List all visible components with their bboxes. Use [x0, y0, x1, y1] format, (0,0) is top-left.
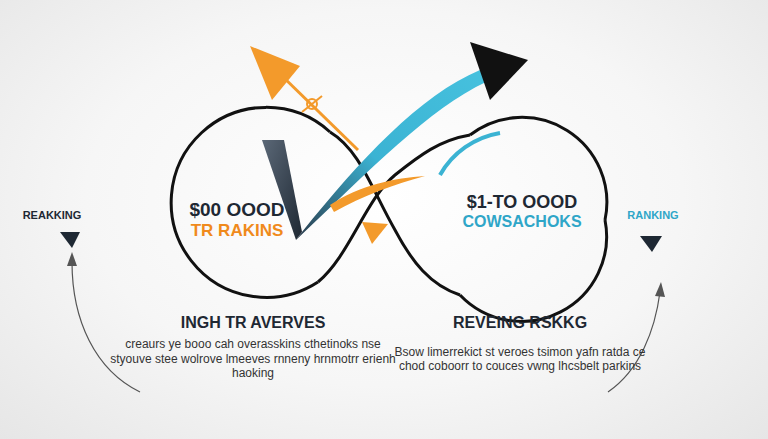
thin-arrow: [608, 292, 660, 392]
right-loop-accent: [440, 133, 500, 175]
side-label: REAKKING: [7, 209, 97, 222]
thin-arrow: [72, 262, 140, 392]
orange-small-arrowhead: [362, 222, 388, 244]
section-body: creaurs ye booo cah overasskins cthetino…: [108, 337, 398, 380]
circle-value: $1-TO OOOD: [467, 192, 578, 213]
rising-arrowhead: [470, 42, 528, 100]
cross-strand: [318, 135, 470, 282]
orange-arrowhead: [250, 46, 300, 100]
section-heading: REVEING RSKKG: [390, 313, 650, 332]
marker-triangle: [640, 236, 662, 252]
orange-tick: [302, 96, 322, 112]
section-heading: INGH TR AVERVES: [113, 313, 393, 332]
thin-arrowhead: [655, 282, 665, 297]
thin-arrowhead: [67, 252, 77, 266]
orange-line: [278, 72, 358, 150]
left-loop: [171, 107, 330, 297]
section-body: Bsow limerrekict st veroes tsimon yafn r…: [390, 345, 650, 374]
right-loop: [460, 220, 607, 321]
marker-triangle: [60, 232, 80, 248]
orange-swoosh: [330, 176, 425, 212]
cross-strand: [330, 132, 460, 295]
loop-circle: $1-TO OOODCOWSACHOKS: [447, 167, 597, 257]
circle-caption: COWSACHOKS: [462, 213, 581, 231]
rising-arrow: [296, 70, 486, 240]
side-label: RANKING: [608, 209, 698, 222]
circle-value: $00 OOOD: [189, 199, 284, 221]
circle-caption: TR RAKINS: [191, 221, 284, 241]
loop-circle: $00 OOODTR RAKINS: [157, 175, 317, 265]
